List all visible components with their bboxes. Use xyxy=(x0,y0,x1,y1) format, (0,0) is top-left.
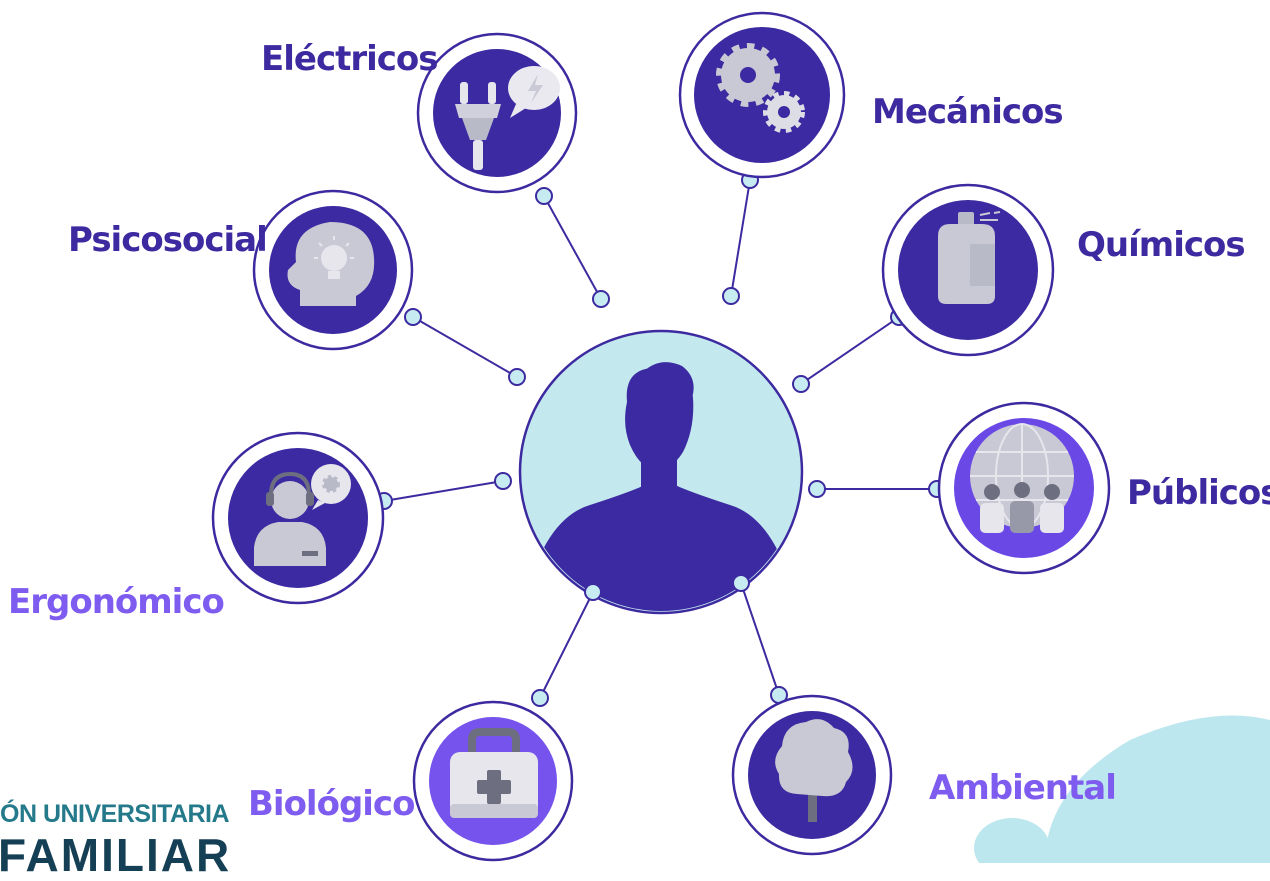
decorative-blobs xyxy=(974,715,1270,863)
label-biologico: Biológico xyxy=(248,784,415,824)
node-biologico xyxy=(412,700,574,862)
center-person xyxy=(518,329,804,615)
tree-icon xyxy=(775,719,853,822)
first-aid-kit-icon xyxy=(450,728,538,818)
gears-icon xyxy=(716,43,805,133)
node-ergonomico xyxy=(211,431,385,605)
plug-icon xyxy=(455,66,560,170)
label-publicos: Públicos xyxy=(1127,473,1270,513)
label-quimicos: Químicos xyxy=(1077,225,1246,265)
node-mecanicos xyxy=(678,11,846,179)
brand-name-line1: ÓN UNIVERSITARIA xyxy=(0,800,230,828)
label-mecanicos: Mecánicos xyxy=(872,92,1064,132)
node-publicos xyxy=(937,401,1111,575)
connector-lines xyxy=(383,179,937,699)
label-ambiental: Ambiental xyxy=(929,768,1117,808)
globe-people-icon xyxy=(970,423,1074,533)
call-center-operator-icon xyxy=(254,464,351,566)
spray-bottle-icon xyxy=(938,211,1001,304)
label-psicosocial: Psicosocial xyxy=(68,220,268,260)
label-electricos: Eléctricos xyxy=(261,39,439,79)
node-psicosocial xyxy=(252,189,414,351)
risk-diagram xyxy=(211,11,1270,863)
head-lightbulb-icon xyxy=(287,222,375,306)
node-quimicos xyxy=(881,183,1055,357)
node-ambiental xyxy=(731,694,893,856)
node-electricos xyxy=(416,32,578,194)
label-ergonomico: Ergonómico xyxy=(8,582,225,622)
brand-name-line2: FAMILIAR xyxy=(0,829,232,881)
